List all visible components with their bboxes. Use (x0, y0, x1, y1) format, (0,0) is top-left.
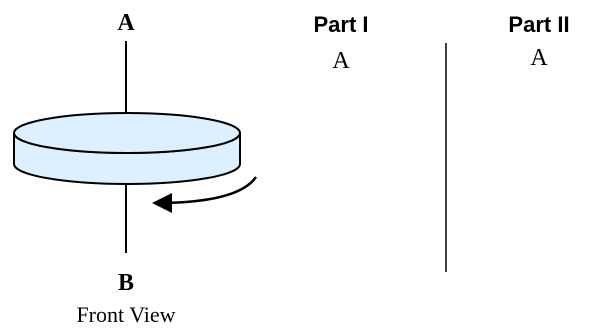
front-view-caption: Front View (76, 302, 175, 327)
front-view: A B Front View (13, 10, 258, 327)
rotating-disk (13, 112, 241, 185)
disk-top-face (13, 112, 241, 154)
part-one-label: A (332, 48, 350, 74)
axis-bottom-label: B (118, 270, 134, 296)
part-two-title: Part II (508, 12, 569, 37)
axis-top-label: A (117, 10, 135, 36)
rotation-arrow-icon (152, 176, 258, 213)
part-one-title: Part I (313, 12, 368, 37)
part-one: Part I A (313, 12, 368, 74)
part-two-label: A (530, 45, 548, 71)
part-two: Part II A (508, 12, 569, 71)
